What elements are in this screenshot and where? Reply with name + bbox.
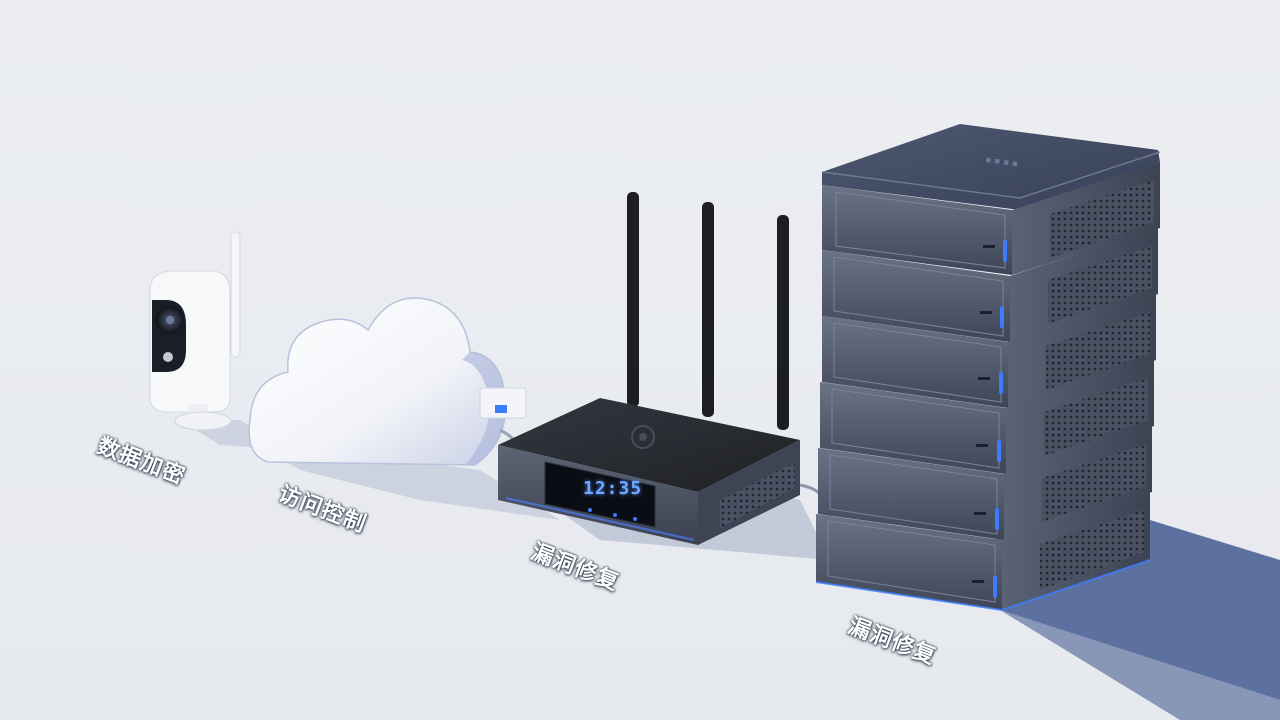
router-display-text: 12:35: [583, 478, 643, 499]
security-camera: [149, 231, 241, 431]
wifi-router: [498, 192, 800, 545]
server-unit-6: [815, 492, 1151, 612]
server-unit-4: [820, 360, 1154, 474]
server-unit-5: [818, 426, 1152, 540]
cloud: [248, 297, 527, 466]
server-unit-3: [822, 294, 1156, 408]
server-unit-1: [822, 162, 1160, 275]
svg-text:▪ ▪ ▪ ▪: ▪ ▪ ▪ ▪: [985, 155, 1019, 169]
server-stack: ▪ ▪ ▪ ▪: [815, 124, 1161, 612]
server-unit-2: [822, 228, 1158, 342]
